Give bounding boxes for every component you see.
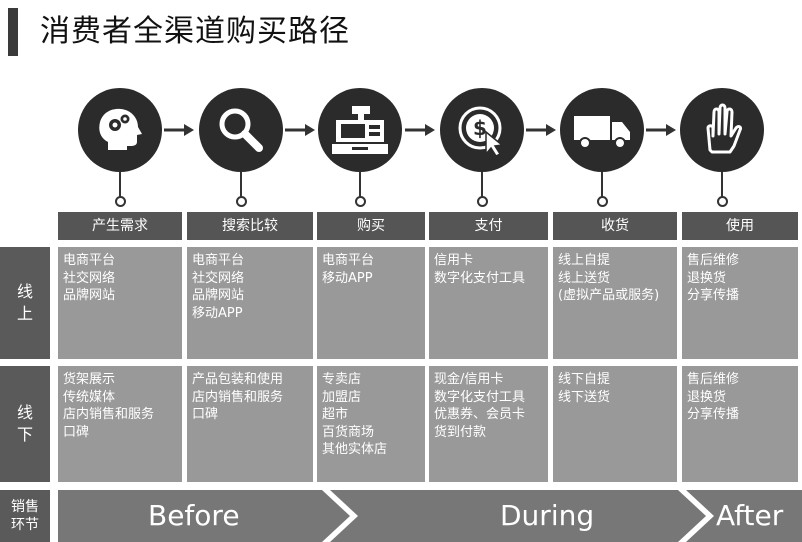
cell-line: 百货商场 <box>322 424 375 440</box>
delivery-truck-icon <box>560 88 644 172</box>
cell-line: 店内销售和服务 <box>192 389 284 405</box>
magnifier-icon <box>199 88 283 172</box>
cell-line: 货到付款 <box>434 424 487 440</box>
cell-line: 退换货 <box>687 389 727 405</box>
phase-during-label: During <box>500 499 595 532</box>
offline-cell-purchase: 专卖店 加盟店 超市 百货商场 其他实体店 <box>317 366 425 482</box>
row-label-online: 线 上 <box>0 247 50 359</box>
connector-stem <box>481 172 483 198</box>
stage-label-demand: 产生需求 <box>58 212 182 240</box>
stage-label-delivery: 收货 <box>553 212 677 240</box>
cell-line: 信用卡 <box>434 253 474 268</box>
online-cell-usage: 售后维修 退换货 分享传播 <box>682 247 798 359</box>
phase-before-label: Before <box>148 499 240 532</box>
stage-label-usage: 使用 <box>682 212 798 240</box>
dollar-click-icon: $ <box>440 88 524 172</box>
connector-dot <box>355 196 366 207</box>
cell-line: 电商平台 <box>322 253 375 268</box>
phase-during-chevron <box>330 490 706 542</box>
cell-line: 店内销售和服务 <box>63 407 155 422</box>
online-cell-purchase: 电商平台 移动APP <box>317 247 425 359</box>
cell-line: 口碑 <box>63 424 90 440</box>
cell-line: 移动APP <box>322 270 373 286</box>
svg-text:$: $ <box>473 116 487 140</box>
cell-line: 专卖店 <box>322 372 362 387</box>
cell-line: 分享传播 <box>687 288 740 303</box>
cell-line: (虚拟产品或服务) <box>558 288 660 303</box>
cell-line: 数字化支付工具 <box>434 389 526 405</box>
phase-after-label: After <box>716 499 784 532</box>
phase-before-chevron <box>58 490 350 542</box>
row-label-sales-phase: 销售 环节 <box>0 490 50 542</box>
arrow-right-icon <box>646 124 676 136</box>
cell-line: 移动APP <box>192 305 243 321</box>
offline-cell-usage: 售后维修 退换货 分享传播 <box>682 366 798 482</box>
online-cell-demand: 电商平台 社交网络 品牌网站 <box>58 247 182 359</box>
connector-dot <box>477 196 488 207</box>
offline-cell-payment: 现金/信用卡 数字化支付工具 优惠券、会员卡 货到付款 <box>429 366 548 482</box>
stage-label-search: 搜索比较 <box>187 212 313 240</box>
cell-line: 品牌网站 <box>63 288 116 303</box>
cell-line: 数字化支付工具 <box>434 270 526 286</box>
online-cell-delivery: 线上自提 线上送货 (虚拟产品或服务) <box>553 247 677 359</box>
head-gears-icon <box>78 88 162 172</box>
offline-cell-demand: 货架展示 传统媒体 店内销售和服务 口碑 <box>58 366 182 482</box>
connector-stem <box>601 172 603 198</box>
online-cell-search: 电商平台 社交网络 品牌网站 移动APP <box>187 247 313 359</box>
connector-stem <box>119 172 121 198</box>
offline-cell-search: 产品包装和使用 店内销售和服务 口碑 <box>187 366 313 482</box>
cell-line: 分享传播 <box>687 407 740 422</box>
hand-icon <box>680 88 764 172</box>
arrow-right-icon <box>405 124 435 136</box>
cell-line: 社交网络 <box>63 270 116 286</box>
row-label-offline: 线 下 <box>0 366 50 482</box>
page-title: 消费者全渠道购买路径 <box>40 14 350 49</box>
cell-line: 电商平台 <box>63 253 116 268</box>
cell-line: 线下送货 <box>558 389 611 405</box>
cell-line: 现金/信用卡 <box>434 372 504 387</box>
cell-line: 售后维修 <box>687 372 740 387</box>
stage-label-payment: 支付 <box>429 212 548 240</box>
cell-line: 货架展示 <box>63 372 116 387</box>
cell-line: 口碑 <box>192 407 219 422</box>
cell-line: 传统媒体 <box>63 389 116 405</box>
phase-after-chevron <box>686 490 802 542</box>
cell-line: 线上自提 <box>558 253 611 268</box>
cell-line: 优惠券、会员卡 <box>434 407 526 422</box>
connector-dot <box>115 196 126 207</box>
cell-line: 其他实体店 <box>322 442 388 457</box>
cell-line: 售后维修 <box>687 253 740 268</box>
cell-line: 线上送货 <box>558 270 611 286</box>
title-accent-bar <box>8 8 18 56</box>
connector-stem <box>240 172 242 198</box>
cell-line: 超市 <box>322 407 349 422</box>
arrow-right-icon <box>526 124 556 136</box>
cell-line: 退换货 <box>687 270 727 286</box>
connector-dot <box>236 196 247 207</box>
sales-phase-band <box>58 490 802 542</box>
connector-dot <box>717 196 728 207</box>
arrow-right-icon <box>164 124 194 136</box>
cell-line: 线下自提 <box>558 372 611 387</box>
offline-cell-delivery: 线下自提 线下送货 <box>553 366 677 482</box>
connector-dot <box>597 196 608 207</box>
cash-register-icon <box>318 88 402 172</box>
connector-stem <box>721 172 723 198</box>
online-cell-payment: 信用卡 数字化支付工具 <box>429 247 548 359</box>
stage-label-purchase: 购买 <box>317 212 425 240</box>
cell-line: 品牌网站 <box>192 288 245 303</box>
cell-line: 电商平台 <box>192 253 245 268</box>
cell-line: 产品包装和使用 <box>192 372 284 387</box>
cell-line: 社交网络 <box>192 270 245 286</box>
arrow-right-icon <box>285 124 315 136</box>
cell-line: 加盟店 <box>322 389 362 405</box>
connector-stem <box>359 172 361 198</box>
